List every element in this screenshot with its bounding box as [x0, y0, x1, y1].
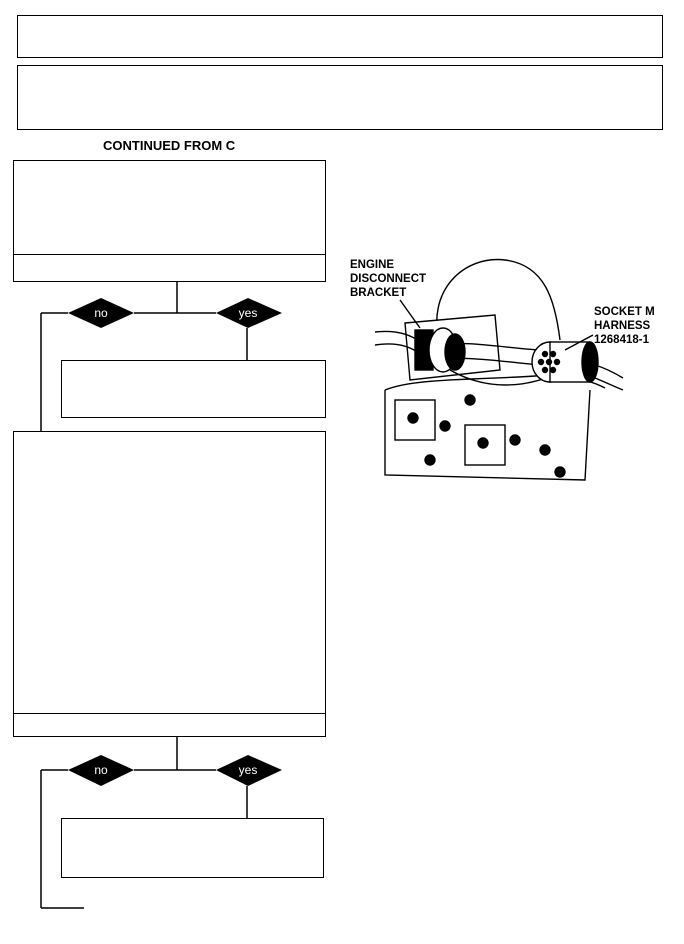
no-diamond-2 [68, 755, 134, 786]
top-box-1 [17, 15, 663, 58]
yes-action-box-2 [61, 818, 324, 878]
no-diamond-1 [68, 298, 134, 328]
socket-m-harness-label: SOCKET M HARNESS 1268418-1 [594, 306, 655, 346]
top-box-2 [17, 65, 663, 130]
step-box-2 [13, 431, 326, 714]
yes-label-1: yes [239, 306, 258, 320]
continued-from-label: CONTINUED FROM C [103, 138, 236, 153]
no-label-1: no [94, 306, 108, 320]
step-box-1 [13, 160, 326, 255]
engine-harness-illustration [374, 258, 624, 481]
step-box-2-footer [13, 713, 326, 737]
yes-action-box-1 [61, 360, 326, 418]
step-box-1-footer [13, 254, 326, 282]
yes-diamond-2 [216, 755, 282, 786]
no-label-2: no [94, 763, 108, 777]
yes-diamond-1 [216, 298, 282, 328]
engine-disconnect-bracket-label: ENGINE DISCONNECT BRACKET [350, 259, 427, 299]
yes-label-2: yes [239, 763, 258, 777]
